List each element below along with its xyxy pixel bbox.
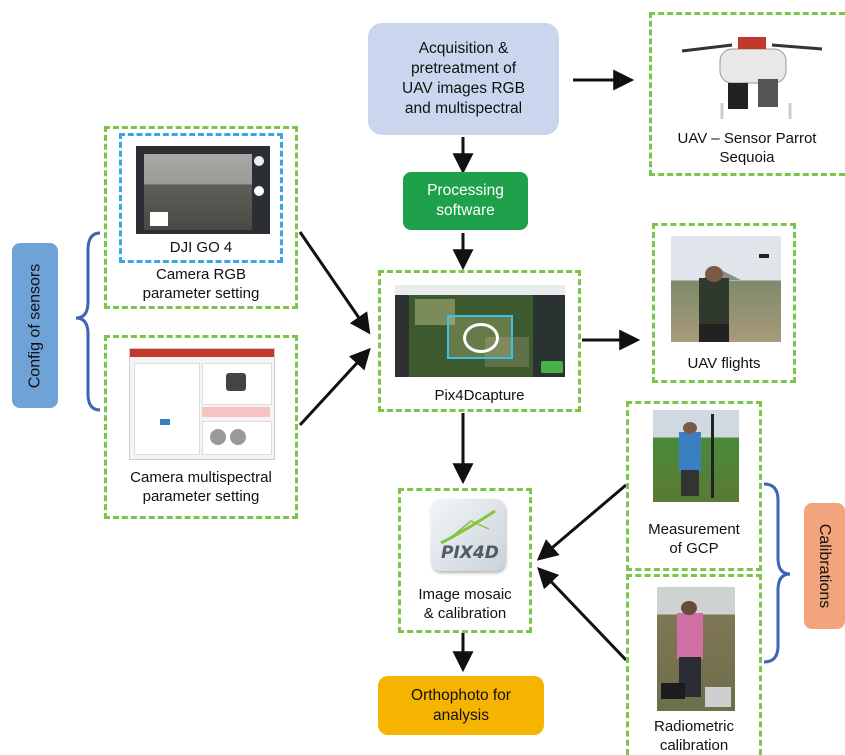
camera-rgb-box: DJI GO 4 Camera RGB parameter setting bbox=[104, 126, 298, 309]
pix4dcapture-screen bbox=[395, 285, 565, 377]
acquisition-label: Acquisition & pretreatment of UAV images… bbox=[402, 40, 525, 117]
calibrations-bracket bbox=[763, 482, 791, 664]
uav-flights-box: UAV flights bbox=[652, 223, 796, 383]
gcp-survey-photo bbox=[653, 410, 739, 502]
image-mosaic-box: PIX4D Image mosaic & calibration bbox=[398, 488, 532, 633]
processing-box: Processing software bbox=[403, 172, 528, 230]
image-mosaic-label: Image mosaic & calibration bbox=[418, 586, 512, 622]
uav-flights-label: UAV flights bbox=[687, 355, 761, 372]
calibrations-label: Calibrations bbox=[816, 523, 834, 609]
config-bracket bbox=[75, 231, 101, 412]
gcp-label: Measurement of GCP bbox=[648, 521, 740, 557]
radiometric-box: Radiometric calibration bbox=[626, 574, 762, 755]
orthophoto-label: Orthophoto for analysis bbox=[411, 686, 511, 724]
field-operator-photo bbox=[671, 236, 781, 342]
pix4dcapture-box: Pix4Dcapture bbox=[378, 270, 581, 412]
arrow-gcp-to-mosaic bbox=[536, 483, 627, 561]
arrow-rgb-to-pix4dcapture bbox=[298, 231, 371, 335]
ms-settings-screen bbox=[129, 348, 275, 460]
dji-go-label: DJI GO 4 bbox=[169, 239, 233, 256]
config-sensors-label: Config of sensors bbox=[26, 263, 44, 388]
radiometric-photo bbox=[657, 587, 735, 711]
dji-screen bbox=[136, 146, 270, 234]
drone-photo bbox=[672, 23, 832, 119]
camera-ms-label: Camera multispectral parameter setting bbox=[130, 469, 272, 505]
camera-rgb-label: Camera RGB parameter setting bbox=[142, 266, 260, 302]
config-sensors-pill: Config of sensors bbox=[12, 243, 58, 408]
orthophoto-box: Orthophoto for analysis bbox=[378, 676, 544, 735]
dji-frame: DJI GO 4 bbox=[119, 133, 283, 263]
processing-label: Processing software bbox=[427, 182, 504, 219]
gcp-box: Measurement of GCP bbox=[626, 401, 762, 571]
arrow-radiometric-to-mosaic bbox=[537, 566, 628, 662]
acquisition-box: Acquisition & pretreatment of UAV images… bbox=[368, 23, 559, 135]
pix4d-logo: PIX4D bbox=[431, 499, 505, 571]
calibrations-pill: Calibrations bbox=[804, 503, 845, 629]
uav-sensor-box: UAV – Sensor Parrot Sequoia bbox=[649, 12, 845, 176]
camera-ms-box: Camera multispectral parameter setting bbox=[104, 335, 298, 519]
arrow-ms-to-pix4dcapture bbox=[298, 347, 371, 427]
radiometric-label: Radiometric calibration bbox=[653, 718, 735, 754]
uav-sensor-label: UAV – Sensor Parrot Sequoia bbox=[677, 130, 817, 166]
pix4dcapture-label: Pix4Dcapture bbox=[434, 387, 525, 404]
pix4d-logo-text: PIX4D bbox=[441, 543, 499, 563]
